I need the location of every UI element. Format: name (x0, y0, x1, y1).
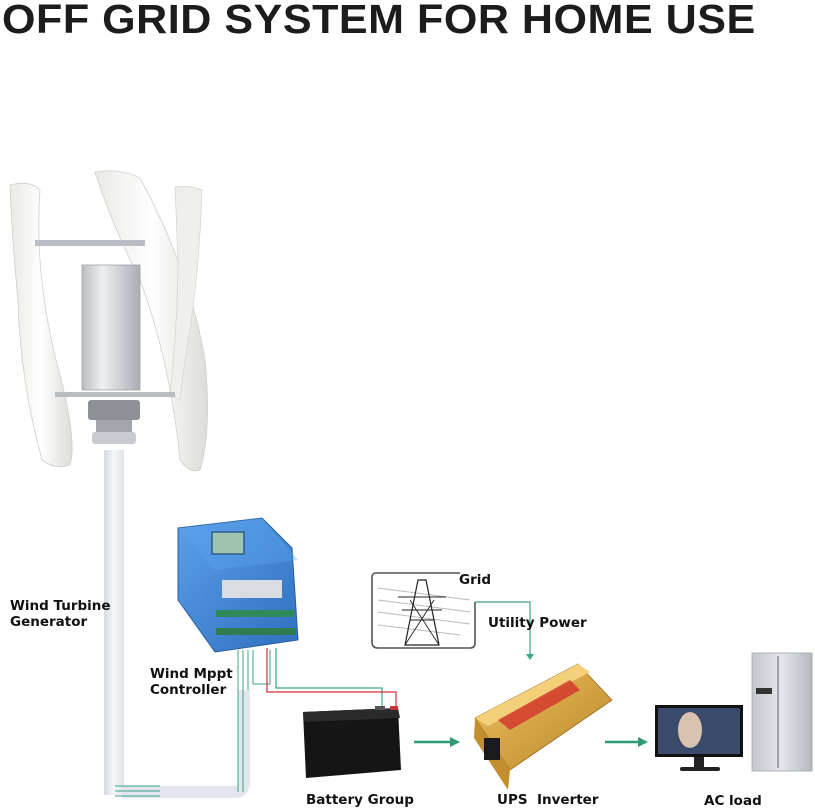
page-title: OFF GRID SYSTEM FOR HOME USE (2, 0, 756, 42)
grid-label: Grid (459, 572, 492, 588)
wind-turbine-icon (9, 170, 250, 798)
battery-label: Battery Group (306, 792, 414, 808)
flow-arrow-battery-inverter (414, 737, 460, 747)
controller-wires (115, 648, 397, 797)
monitor-icon (655, 705, 743, 771)
mppt-controller-icon (177, 517, 299, 653)
utility-power-line (475, 601, 531, 656)
inverter-label: UPS Inverter (497, 792, 599, 808)
utility-power-label: Utility Power (488, 615, 587, 631)
ups-inverter-icon (474, 663, 613, 790)
flow-arrow-inverter-load (605, 737, 648, 747)
wind-turbine-label: Wind Turbine Generator (10, 598, 111, 630)
refrigerator-icon (751, 652, 813, 772)
grid-tower-icon (371, 572, 476, 649)
battery-icon (303, 706, 401, 778)
controller-label: Wind Mppt Controller (150, 666, 233, 698)
ac-load-label: AC load (704, 793, 762, 809)
